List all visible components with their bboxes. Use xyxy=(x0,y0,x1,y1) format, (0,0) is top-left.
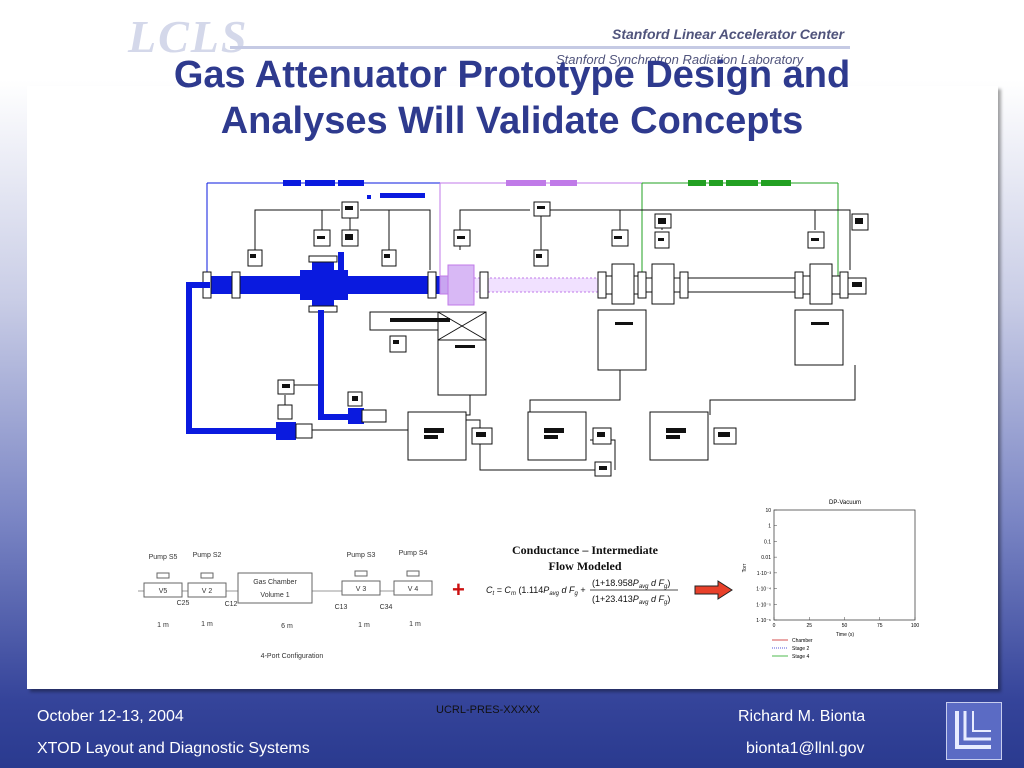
chart-title: DP-Vacuum xyxy=(829,500,861,506)
beamline xyxy=(186,252,849,440)
report-number: UCRL-PRES-XXXXX xyxy=(436,704,540,716)
result-arrow-icon xyxy=(694,580,733,600)
legend-label: Stage 2 xyxy=(792,646,809,652)
pump-s2-label: Pump S2 xyxy=(193,552,222,559)
connector-c34: C34 xyxy=(380,604,393,611)
y-tick-label: 1·10⁻³ xyxy=(757,571,772,577)
pump-s3-label: Pump S3 xyxy=(347,552,376,559)
connector-c25: C25 xyxy=(177,600,190,607)
conductance-equation: Ct = Cm (1.114Pavg d Fg + (1+18.958Pavg … xyxy=(486,578,678,606)
y-tick-label: 0.1 xyxy=(764,539,771,545)
configuration-caption: 4-Port Configuration xyxy=(261,653,324,660)
header-rule xyxy=(230,46,850,49)
footer-date: October 12-13, 2004 xyxy=(37,708,184,725)
slide-title: Gas Attenuator Prototype Design and Anal… xyxy=(0,52,1024,144)
conductance-title: Conductance – Intermediate Flow Modeled xyxy=(480,542,690,574)
pump-s5-label: Pump S5 xyxy=(149,554,178,561)
plus-sign: + xyxy=(452,577,465,602)
svg-text:Ct = Cm (1.114Pavg d Fg +: Ct = Cm (1.114Pavg d Fg + xyxy=(486,585,586,597)
footer-email: bionta1@llnl.gov xyxy=(746,740,865,757)
valve-v4-label: V 4 xyxy=(408,586,419,593)
y-axis-ticks: 10 1 0.1 0.01 1·10⁻³ 1·10⁻⁴ 1·10⁻⁵ 1·10⁻⁶ xyxy=(756,508,777,624)
org-name-ssrl: Stanford Synchrotron Radiation Laborator… xyxy=(556,52,804,67)
y-tick-label: 1·10⁻⁴ xyxy=(756,587,771,593)
volume-label: Volume 1 xyxy=(260,592,289,599)
svg-text:(1+23.413Pavg d Fg): (1+23.413Pavg d Fg) xyxy=(592,594,670,606)
llnl-logo-mark xyxy=(955,711,991,749)
valve-v5-label: V5 xyxy=(159,588,168,595)
length-2: 1 m xyxy=(201,621,213,628)
length-4: 1 m xyxy=(358,622,370,629)
footer-author: Richard M. Bionta xyxy=(738,708,866,725)
connector-c13: C13 xyxy=(335,604,348,611)
x-tick-label: 50 xyxy=(842,623,848,629)
x-axis-label: Time (s) xyxy=(836,632,854,638)
y-tick-label: 1·10⁻⁵ xyxy=(756,602,771,608)
conductance-title-line-1: Conductance – Intermediate xyxy=(512,543,658,557)
y-tick-label: 10 xyxy=(765,508,771,514)
length-5: 1 m xyxy=(409,621,421,628)
y-axis-label: Torr xyxy=(742,563,748,572)
y-tick-label: 0.01 xyxy=(761,555,771,561)
legend-label: Chamber xyxy=(792,638,813,644)
length-1: 1 m xyxy=(157,622,169,629)
component-labels xyxy=(250,206,863,470)
lcls-logo: LCLS xyxy=(128,11,249,62)
valve-v3-label: V 3 xyxy=(356,586,367,593)
footer-session: XTOD Layout and Diagnostic Systems xyxy=(37,740,310,757)
llnl-logo xyxy=(946,702,1002,760)
connector-c12: C12 xyxy=(225,601,238,608)
dp-vacuum-chart: DP-Vacuum 10 1 0.1 0.01 1·10⁻³ 1·10⁻⁴ 1·10⁻⁵ 1·… xyxy=(742,500,920,660)
x-axis-ticks: 0 25 50 75 100 xyxy=(773,617,920,629)
length-3: 6 m xyxy=(281,623,293,630)
title-line-1: Gas Attenuator Prototype Design and xyxy=(173,54,851,96)
org-name-slac: Stanford Linear Accelerator Center xyxy=(612,26,845,42)
title-line-2: Analyses Will Validate Concepts xyxy=(220,100,804,142)
y-tick-label: 1·10⁻⁶ xyxy=(756,618,771,624)
x-tick-label: 100 xyxy=(911,623,920,629)
legend-label: Stage 4 xyxy=(792,654,809,660)
conductance-title-line-2: Flow Modeled xyxy=(548,559,622,573)
four-port-configuration-diagram: Pump S5 Pump S2 Pump S3 Pump S4 V5 V 2 V… xyxy=(138,550,433,660)
plot-area xyxy=(773,509,916,621)
valve-v2-label: V 2 xyxy=(202,588,213,595)
y-tick-label: 1 xyxy=(768,524,771,530)
pump-s4-label: Pump S4 xyxy=(399,550,428,557)
section-brackets xyxy=(206,180,839,292)
x-tick-label: 0 xyxy=(773,623,776,629)
x-tick-label: 75 xyxy=(877,623,883,629)
gas-chamber-label: Gas Chamber xyxy=(253,579,297,586)
svg-text:(1+18.958Pavg d Fg): (1+18.958Pavg d Fg) xyxy=(592,578,670,590)
x-tick-label: 25 xyxy=(806,623,812,629)
